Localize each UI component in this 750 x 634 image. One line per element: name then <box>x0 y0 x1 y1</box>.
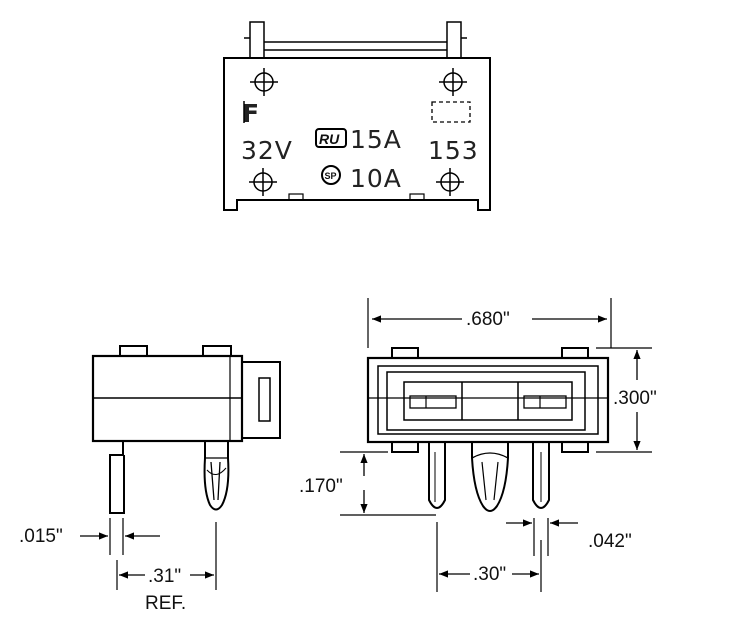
fuse-element <box>403 381 573 421</box>
top-body-outline <box>223 57 491 211</box>
top-lead-bar <box>244 21 467 59</box>
lead-spacing-dimension: .31" <box>148 566 181 587</box>
flat-lead <box>109 441 125 514</box>
side-view: .015" .31" REF. <box>19 345 281 614</box>
csa-current-rating: 10A <box>350 164 402 193</box>
mount-hole <box>250 68 278 96</box>
blade-lead <box>203 441 230 511</box>
top-view: F 32V RU 15A SP 10A 153 <box>223 21 491 211</box>
front-view: .680" .300" .170" .30" .042" <box>299 298 657 592</box>
part-code-marking: 153 <box>428 136 479 165</box>
mount-hole <box>439 68 467 96</box>
ul-current-rating: 15A <box>350 125 402 154</box>
lead-width-dimension: .042" <box>588 531 632 552</box>
bottom-tab <box>409 193 425 201</box>
reference-label: REF. <box>145 593 186 614</box>
side-end-cap <box>241 361 281 439</box>
mount-hole <box>249 168 277 196</box>
lead-pitch-dimension: .30" <box>473 564 506 585</box>
manufacturer-logo: F <box>242 99 260 128</box>
front-lead-left <box>428 442 446 509</box>
lead-length-dimension: .170" <box>299 476 343 497</box>
mount-hole <box>436 168 464 196</box>
height-dimension: .300" <box>613 388 657 409</box>
width-dimension: .680" <box>466 309 510 330</box>
ul-mark-icon: RU <box>315 128 347 148</box>
bottom-tab <box>288 193 304 201</box>
front-lead-right <box>532 442 550 509</box>
csa-mark-icon: SP <box>321 165 341 185</box>
front-body <box>366 356 610 444</box>
lead-thickness-dimension: .015" <box>19 526 63 547</box>
svg-text:RU: RU <box>319 131 340 147</box>
front-lead-center <box>471 442 509 512</box>
svg-text:SP: SP <box>325 171 337 181</box>
voltage-marking: 32V <box>241 136 293 165</box>
rating-indicator-box <box>431 101 471 123</box>
